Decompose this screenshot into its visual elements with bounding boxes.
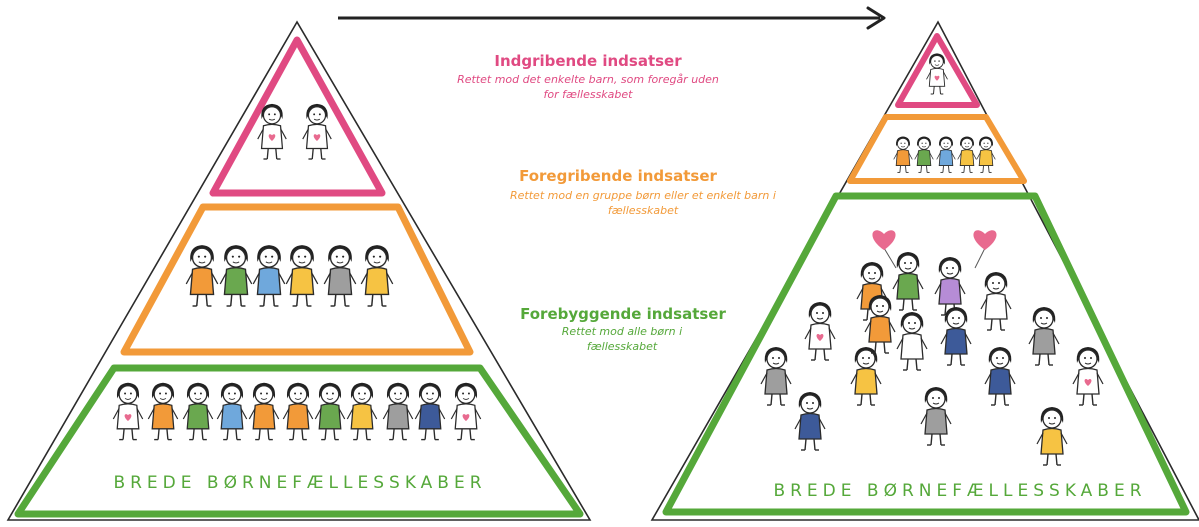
left-pyramid-outline: [6, 20, 592, 521]
right-bottom-child: [1072, 347, 1104, 406]
preventive-subtitle: Rettet mod alle børn i fællesskabet: [561, 325, 683, 353]
right-middle-child: [976, 136, 996, 173]
left-middle-child: [323, 245, 357, 307]
right-base-label: BREDE BØRNEFÆLLESSKABER: [773, 481, 1147, 501]
right-bottom-child: [934, 257, 966, 316]
right-bottom-child: [864, 295, 896, 354]
left-middle-child: [185, 245, 219, 307]
left-bottom-child: [112, 382, 144, 441]
right-pyramid-top-tier: [895, 33, 980, 108]
right-bottom-child: [980, 272, 1012, 331]
right-bottom-child: [940, 307, 972, 366]
right-pyramid-bottom-tier: [662, 192, 1190, 516]
left-top-child: [257, 103, 287, 160]
left-bottom-child: [182, 382, 214, 441]
left-pyramid-middle-tier: [120, 203, 474, 356]
right-balloon-left: [872, 230, 897, 269]
left-bottom-child: [282, 382, 314, 441]
left-bottom-child: [314, 382, 346, 441]
left-middle-child: [219, 245, 253, 307]
right-top-child: [926, 53, 948, 95]
right-bottom-child: [984, 347, 1016, 406]
left-middle-child: [285, 245, 319, 307]
right-bottom-child: [794, 392, 826, 451]
anticipatory-subtitle: Rettet mod en gruppe børn eller et enkel…: [510, 189, 776, 217]
left-bottom-child: [346, 382, 378, 441]
left-pyramid-bottom-tier: [14, 364, 584, 518]
intervening-title: Indgribende indsatser: [494, 52, 682, 70]
left-bottom-child: [450, 382, 482, 441]
right-middle-child: [914, 136, 934, 173]
right-bottom-child: [892, 252, 924, 311]
right-bottom-child: [896, 312, 928, 371]
left-bottom-child: [216, 382, 248, 441]
children-figures: [112, 53, 1104, 466]
right-pyramid-outline: [650, 20, 1199, 521]
anticipatory-title: Foregribende indsatser: [519, 167, 717, 185]
left-top-child: [302, 103, 332, 160]
right-bottom-child: [1028, 307, 1060, 366]
right-bottom-child: [760, 347, 792, 406]
intervening-subtitle: Rettet mod det enkelte barn, som foregår…: [457, 73, 719, 101]
left-bottom-child: [414, 382, 446, 441]
right-pyramid-middle-tier: [847, 114, 1027, 184]
right-bottom-child: [850, 347, 882, 406]
left-bottom-child: [248, 382, 280, 441]
right-middle-child: [957, 136, 977, 173]
left-pyramid-top-tier: [209, 36, 386, 197]
right-middle-child: [893, 136, 913, 173]
left-bottom-child: [147, 382, 179, 441]
right-bottom-child: [1036, 407, 1068, 466]
right-bottom-child: [920, 387, 952, 446]
right-middle-child: [936, 136, 956, 173]
right-bottom-child: [804, 302, 836, 361]
right-balloon-right: [973, 230, 997, 269]
progression-arrow: [338, 6, 886, 30]
left-base-label: BREDE BØRNEFÆLLESSKABER: [113, 473, 487, 493]
left-bottom-child: [382, 382, 414, 441]
left-middle-child: [360, 245, 394, 307]
preventive-title: Forebyggende indsatser: [520, 305, 726, 323]
left-middle-child: [252, 245, 286, 307]
